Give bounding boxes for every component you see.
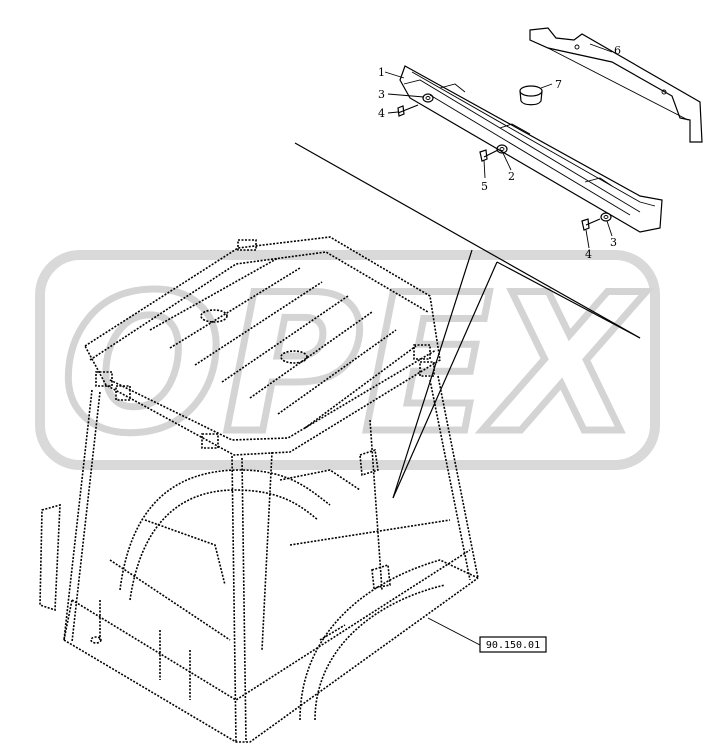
watermark-text: OPEX [61, 254, 647, 475]
callout-4-right: 4 [585, 248, 592, 261]
callout-3-right: 3 [610, 236, 617, 249]
callout-3-top: 3 [378, 88, 385, 101]
callout-numbers: 1 3 4 6 7 5 2 3 4 [378, 44, 621, 261]
cab-frame [39, 236, 479, 743]
callout-1: 1 [378, 66, 385, 79]
fasteners [397, 93, 612, 231]
reference-box[interactable] [479, 636, 547, 653]
leader-lines [294, 142, 641, 499]
watermark-frame [35, 250, 660, 470]
roof-panel [83, 236, 441, 456]
part-7-cap [519, 85, 543, 106]
callout-6: 6 [614, 44, 621, 57]
part-1-trim-rail [399, 65, 663, 233]
callout-7: 7 [555, 78, 562, 91]
callout-5: 5 [481, 180, 488, 193]
callout-4-top: 4 [378, 107, 385, 120]
part-6-side-cover [529, 27, 703, 143]
callout-leaders [384, 43, 613, 249]
reference-callout[interactable]: 90.150.01 [427, 617, 547, 653]
reference-label[interactable]: 90.150.01 [486, 640, 540, 651]
callout-2: 2 [508, 170, 515, 183]
